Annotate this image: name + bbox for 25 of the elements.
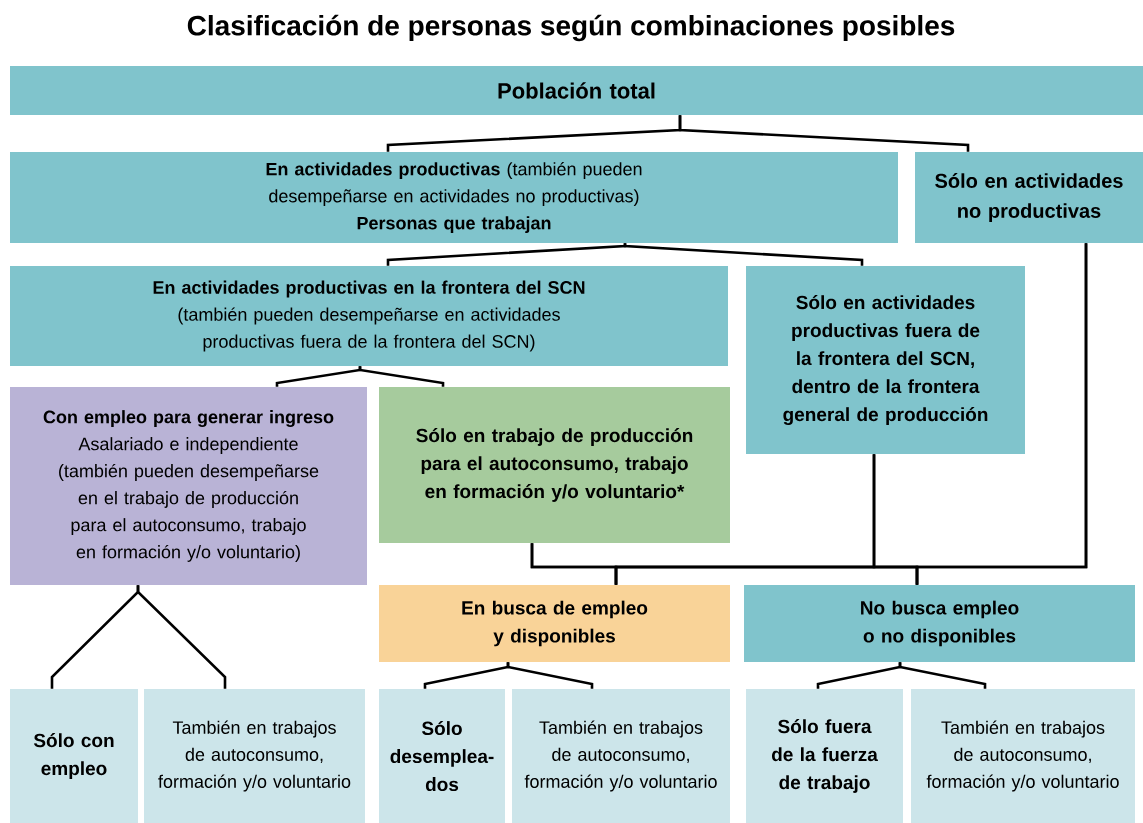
- connector-line: [358, 366, 445, 387]
- connector-line: [386, 243, 627, 266]
- category-box: En busca de empleo y disponibles: [379, 585, 730, 662]
- connector-line: [506, 662, 594, 689]
- category-box: Sólo en actividades no productivas: [915, 152, 1143, 243]
- category-box: En actividades productivas en la frontera del SCN (también pueden desempeñarse en actividades productivas fuera de la frontera del SCN): [10, 266, 728, 366]
- outcome-box: También en trabajos de autoconsumo, formación y/o voluntario: [911, 689, 1135, 823]
- outcome-box: También en trabajos de autoconsumo, formación y/o voluntario: [512, 689, 730, 823]
- connector-line: [623, 243, 864, 266]
- outcome-box: También en trabajos de autoconsumo, formación y/o voluntario: [144, 689, 365, 823]
- connector-line: [678, 115, 970, 152]
- category-box: En actividades productivas (también pueden desempeñarse en actividades no productivas) Personas que trabajan: [10, 152, 898, 243]
- category-box: Sólo en actividades productivas fuera de la frontera del SCN, dentro de la frontera general de producción: [746, 266, 1025, 454]
- connector-line: [275, 366, 362, 387]
- connector-line: [136, 585, 227, 689]
- category-box: Sólo en trabajo de producción para el autoconsumo, trabajo en formación y/o voluntario*: [379, 387, 730, 543]
- connector-line: [915, 243, 1088, 585]
- title: Clasificación de personas según combinaciones posibles: [187, 14, 955, 42]
- category-box: No busca empleo o no disponibles: [744, 585, 1135, 662]
- outcome-box: Sólo desemplea- dos: [379, 689, 505, 823]
- category-box: Población total: [10, 66, 1143, 115]
- connector-line: [898, 662, 987, 689]
- outcome-box: Sólo fuera de la fuerza de trabajo: [746, 689, 903, 823]
- outcome-box: Sólo con empleo: [10, 689, 138, 823]
- category-box: Con empleo para generar ingreso Asalariado e independiente (también pueden desempeñarse en el trabajo de producción para el autoconsumo, trabajo en formación y/o voluntario): [10, 387, 367, 585]
